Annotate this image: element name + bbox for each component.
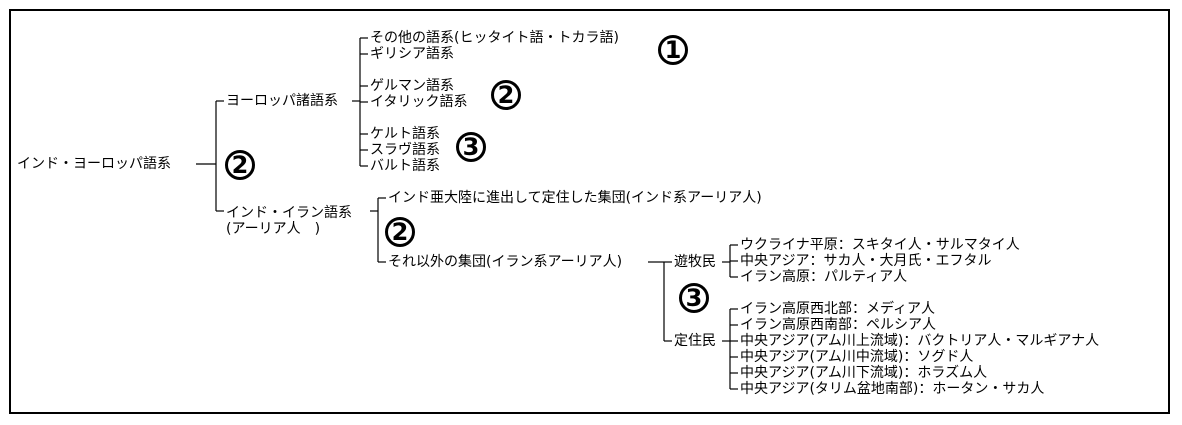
- settled-item: 中央アジア(アム川下流域)：ホラズム人: [740, 365, 988, 381]
- settled-item: イラン高原西南部：ペルシア人: [740, 317, 936, 333]
- marker-1: 1: [658, 33, 688, 65]
- lang-germanic: ゲルマン語系: [370, 78, 454, 94]
- nomad-item: ウクライナ平原：スキタイ人・サルマタイ人: [740, 237, 1020, 253]
- marker-3: 3: [679, 281, 709, 313]
- nomad-item: 中央アジア：サカ人・大月氏・エフタル: [740, 253, 992, 269]
- diagram-frame: [9, 9, 1170, 414]
- nomad-item: イラン高原：パルティア人: [740, 269, 908, 285]
- marker-3: 3: [456, 130, 486, 162]
- indo-iranian-sublabel: (アーリア人 ): [226, 221, 321, 237]
- lang-greek: ギリシア語系: [370, 46, 454, 62]
- nomad-label: 遊牧民: [674, 254, 716, 270]
- indo-iranian-label: インド・イラン語系: [226, 205, 352, 221]
- settled-label: 定住民: [674, 333, 716, 349]
- lang-slavic: スラヴ語系: [370, 142, 440, 158]
- lang-other: その他の語系(ヒッタイト語・トカラ語): [370, 30, 619, 46]
- settled-item: 中央アジア(アム川中流域)：ソグド人: [740, 349, 974, 365]
- marker-2: 2: [491, 78, 521, 110]
- lang-italic: イタリック語系: [370, 94, 468, 110]
- settled-item: 中央アジア(タリム盆地南部)：ホータン・サカ人: [740, 381, 1045, 397]
- lang-celtic: ケルト語系: [370, 126, 440, 142]
- european-label: ヨーロッパ諸語系: [226, 93, 338, 109]
- root-label: インド・ヨーロッパ語系: [17, 156, 171, 172]
- lang-baltic: バルト語系: [370, 158, 440, 174]
- india-group: インド亜大陸に進出して定住した集団(インド系アーリア人): [388, 190, 762, 206]
- settled-item: イラン高原西北部：メディア人: [740, 301, 936, 317]
- marker-2: 2: [385, 215, 415, 247]
- iran-group: それ以外の集団(イラン系アーリア人): [388, 254, 623, 270]
- marker-2: 2: [225, 148, 255, 180]
- settled-item: 中央アジア(アム川上流域)：バクトリア人・マルギアナ人: [740, 333, 1100, 349]
